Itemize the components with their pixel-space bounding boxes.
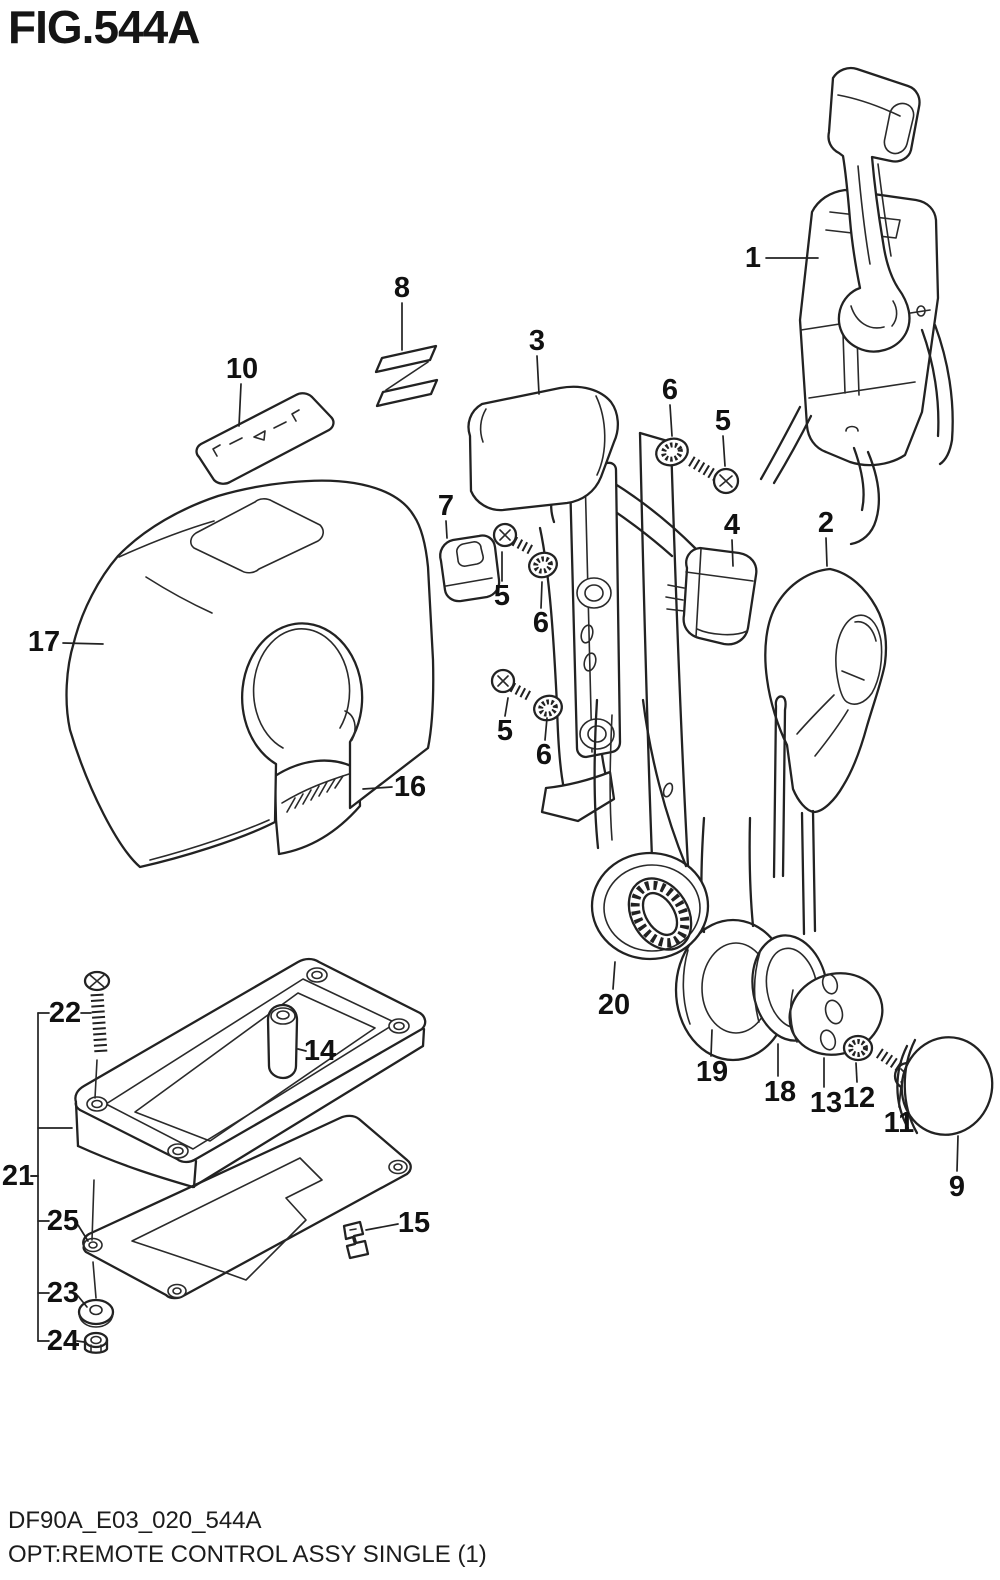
screw-washer-set-bottom [490, 668, 563, 722]
flat-washer [77, 1298, 115, 1328]
callout-24: 24 [47, 1325, 79, 1357]
stop-switch [665, 546, 758, 646]
mount-bolt [83, 970, 111, 1299]
leader-line-6 [540, 581, 543, 609]
callout-9: 9 [949, 1171, 965, 1203]
leader-line-5 [504, 697, 509, 717]
leader-line-14 [297, 1048, 307, 1052]
callout-5: 5 [497, 715, 513, 747]
callout-20: 20 [598, 989, 630, 1021]
main-cover [65, 479, 435, 869]
callout-1: 1 [745, 242, 761, 274]
callout-15: 15 [398, 1207, 430, 1239]
screw-washer-set-top [655, 437, 740, 495]
callout-5: 5 [494, 580, 510, 612]
leader-line-23 [77, 1295, 88, 1308]
leader-line-2 [825, 537, 828, 567]
lock-washer-small [842, 1034, 874, 1062]
cover-plate [195, 392, 335, 485]
callout-21: 21 [2, 1160, 34, 1192]
mount-base-set [74, 957, 427, 1354]
gasket-plate [82, 1114, 412, 1300]
callout-6: 6 [533, 607, 549, 639]
leader-line-16 [362, 786, 393, 790]
callout-23: 23 [47, 1277, 79, 1309]
control-cables [759, 323, 954, 546]
leader-line-11 [898, 1086, 902, 1108]
cable-clamp [439, 534, 501, 603]
callout-18: 18 [764, 1076, 796, 1108]
callout-12: 12 [843, 1082, 875, 1114]
throttle-arm [590, 698, 710, 961]
leader-line-24 [76, 1340, 85, 1343]
spline-hub [627, 877, 693, 951]
callout-17: 17 [28, 626, 60, 658]
leader-line-20 [612, 961, 616, 990]
callout-2: 2 [818, 507, 834, 539]
side-housing [764, 567, 888, 936]
screw-washer-set-middle [492, 522, 558, 579]
drawing-code: DF90A_E03_020_544A [8, 1507, 262, 1534]
drag-plate [788, 972, 884, 1056]
leader-line-3 [536, 355, 540, 395]
leader-line-9 [956, 1135, 959, 1172]
end-cap [896, 1036, 994, 1136]
mount-tray [74, 957, 427, 1189]
callout-7: 7 [438, 490, 454, 522]
wire-clip [342, 1220, 370, 1260]
remote-control-assembly [759, 66, 954, 546]
leader-line-12 [855, 1062, 858, 1083]
leader-line-10 [238, 383, 242, 427]
leader-line-19 [710, 1029, 713, 1057]
hex-nut [83, 1331, 109, 1354]
callout-22: 22 [49, 997, 81, 1029]
leader-line-4 [731, 539, 734, 567]
callout-10: 10 [226, 353, 258, 385]
callout-16: 16 [394, 771, 426, 803]
leader-line-7 [445, 520, 448, 539]
leader-line-15 [365, 1223, 399, 1231]
callout-11: 11 [884, 1107, 915, 1139]
leader-line-5 [722, 435, 726, 467]
rubber-boot [467, 385, 619, 512]
callout-3: 3 [529, 325, 545, 357]
leader-line-25 [77, 1224, 89, 1242]
access-lid [273, 759, 362, 856]
leader-line-17 [62, 642, 104, 645]
figure-footer: DF90A_E03_020_544A OPT:REMOTE CONTROL AS… [8, 1504, 487, 1572]
callout-6: 6 [536, 739, 552, 771]
leader-line-6 [544, 717, 548, 741]
figure-caption: OPT:REMOTE CONTROL ASSY SINGLE (1) [8, 1541, 487, 1568]
callout-5: 5 [715, 405, 731, 437]
callout-25: 25 [47, 1205, 79, 1237]
callout-19: 19 [696, 1056, 728, 1088]
callout-6: 6 [662, 374, 678, 406]
callout-14: 14 [304, 1035, 336, 1067]
swivel-post [266, 1003, 299, 1080]
callout-13: 13 [810, 1087, 842, 1119]
leader-line-6 [669, 404, 673, 437]
callout-8: 8 [394, 272, 410, 304]
figure-title: FIG.544A [8, 1, 200, 53]
callout-4: 4 [724, 509, 740, 541]
brand-emblem [374, 344, 439, 408]
